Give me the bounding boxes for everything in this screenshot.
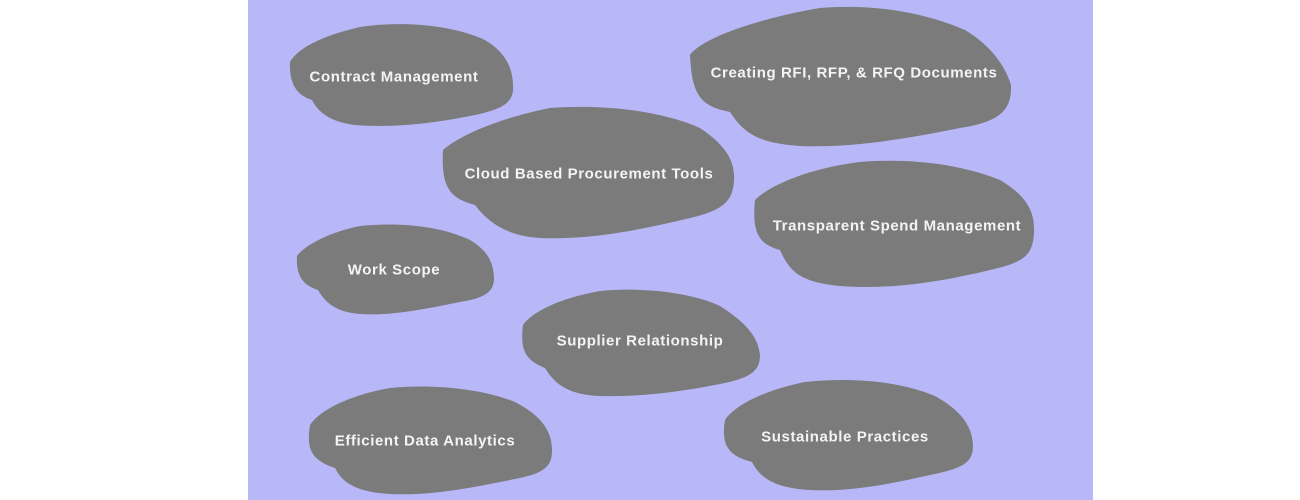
blob-efficient-data-analytics — [308, 386, 552, 495]
node-sustainable-practices: Sustainable Practices — [761, 428, 929, 446]
blob-contract-management — [289, 24, 514, 126]
node-transparent-spend-management: Transparent Spend Management — [772, 217, 1022, 235]
node-work-scope: Work Scope — [347, 261, 441, 279]
blob-work-scope — [296, 224, 494, 315]
node-contract-management: Contract Management — [309, 68, 479, 86]
blob-transparent-spend-management — [754, 160, 1035, 288]
blob-cloud-based-procurement-tools — [442, 106, 735, 239]
node-efficient-data-analytics: Efficient Data Analytics — [334, 432, 516, 450]
blob-creating-rfi-rfp-rfq — [690, 6, 1012, 147]
blob-sustainable-practices — [723, 379, 973, 491]
node-cloud-based-procurement-tools: Cloud Based Procurement Tools — [464, 165, 714, 183]
node-supplier-relationship: Supplier Relationship — [556, 332, 724, 350]
node-creating-rfi-rfp-rfq: Creating RFI, RFP, & RFQ Documents — [710, 64, 998, 82]
blob-supplier-relationship — [522, 289, 760, 397]
